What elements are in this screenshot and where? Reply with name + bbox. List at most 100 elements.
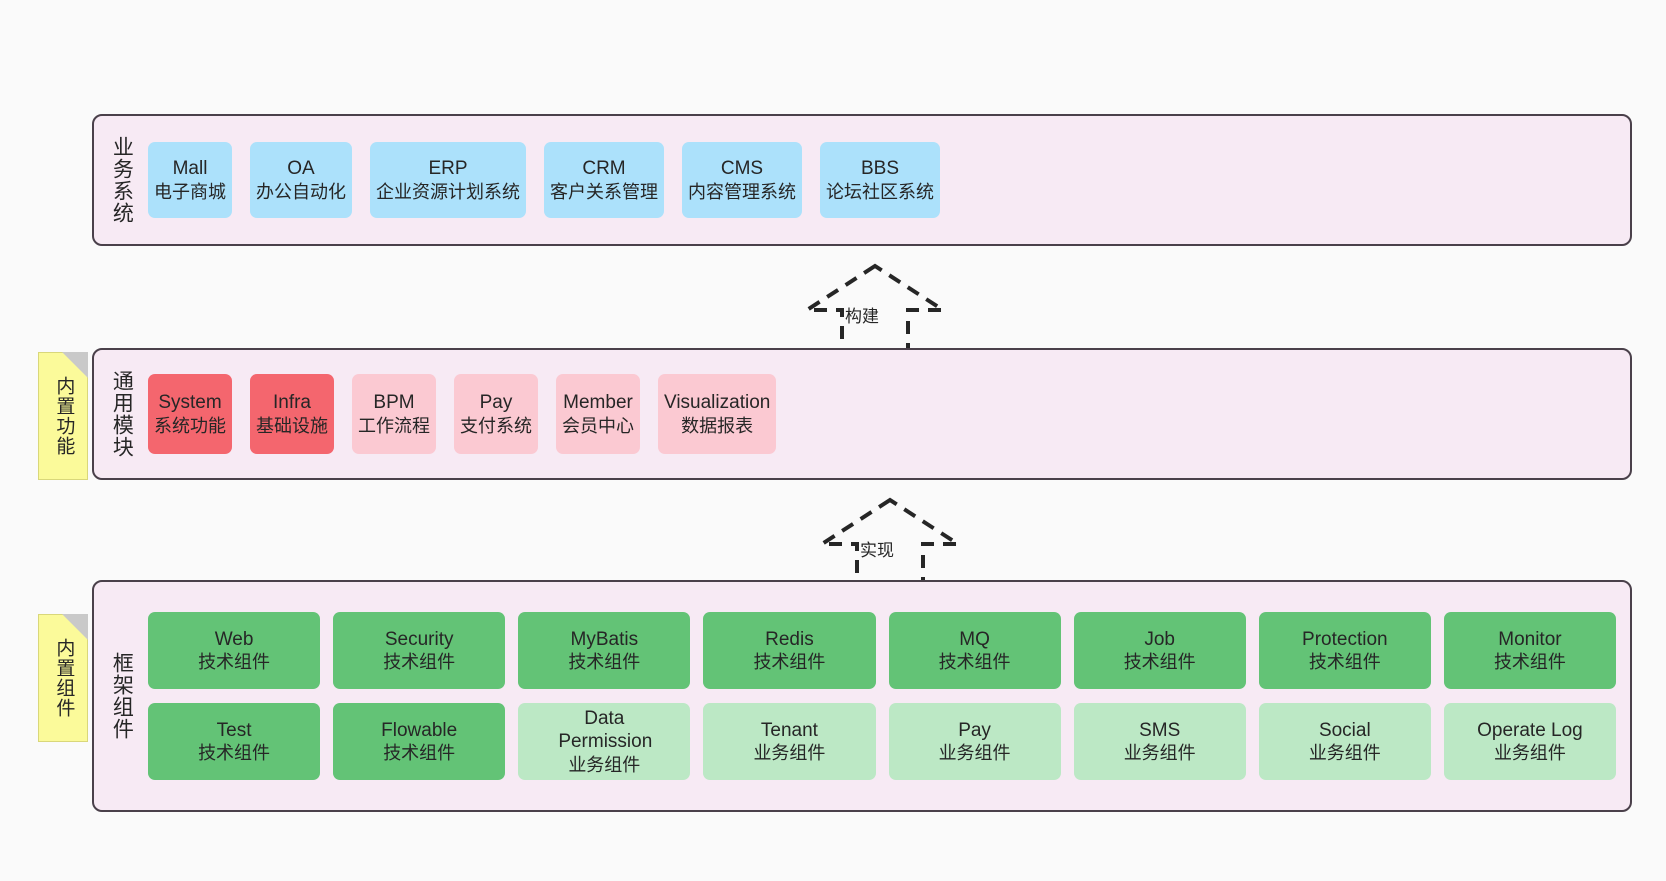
card-oa-name: OA (287, 158, 315, 180)
card-erp[interactable]: ERP 企业资源计划系统 (370, 142, 526, 218)
card-tenant-name: Tenant (760, 719, 818, 741)
card-redis-name: Redis (765, 628, 814, 650)
card-test-name: Test (216, 719, 252, 741)
framework-column: Redis 技术组件 Tenant 业务组件 (703, 612, 876, 780)
card-monitor-desc: 技术组件 (1493, 652, 1566, 673)
card-infra-desc: 基础设施 (256, 415, 328, 436)
card-member[interactable]: Member 会员中心 (556, 374, 640, 454)
card-infra[interactable]: Infra 基础设施 (250, 374, 334, 454)
note-builtin-components-label: 内置组件 (53, 638, 75, 718)
card-flowable-desc: 技术组件 (383, 743, 456, 764)
connector-build: 构建 (795, 262, 955, 354)
card-operate-log-desc: 业务组件 (1493, 743, 1566, 764)
card-mybatis[interactable]: MyBatis 技术组件 (518, 612, 691, 689)
card-sms[interactable]: SMS 业务组件 (1073, 703, 1246, 780)
card-oa[interactable]: OA 办公自动化 (250, 142, 352, 218)
card-cms-name: CMS (720, 158, 764, 180)
card-redis[interactable]: Redis 技术组件 (703, 612, 876, 689)
card-bpm-desc: 工作流程 (358, 415, 430, 436)
card-infra-name: Infra (272, 392, 312, 414)
layer-framework-body: Web 技术组件 Test 技术组件 Security 技术组件 Flowabl… (148, 582, 1630, 810)
card-crm[interactable]: CRM 客户关系管理 (544, 142, 664, 218)
card-mybatis-name: MyBatis (570, 628, 639, 650)
note-builtin-features: 内置功能 (38, 352, 88, 480)
card-social-desc: 业务组件 (1308, 743, 1381, 764)
card-pay-module-desc: 支付系统 (460, 415, 532, 436)
card-mall-name: Mall (172, 158, 208, 180)
card-crm-name: CRM (582, 158, 626, 180)
card-job-name: Job (1144, 628, 1175, 650)
card-test-desc: 技术组件 (198, 743, 271, 764)
card-erp-desc: 企业资源计划系统 (376, 181, 520, 202)
layer-business-body: Mall 电子商城 OA 办公自动化 ERP 企业资源计划系统 CRM 客户关系… (148, 116, 1630, 244)
card-mq-name: MQ (959, 628, 990, 650)
framework-column: Security 技术组件 Flowable 技术组件 (333, 612, 506, 780)
card-operate-log[interactable]: Operate Log 业务组件 (1443, 703, 1616, 780)
card-cms[interactable]: CMS 内容管理系统 (682, 142, 802, 218)
card-system-desc: 系统功能 (154, 415, 226, 436)
card-bbs[interactable]: BBS 论坛社区系统 (820, 142, 940, 218)
framework-column: Job 技术组件 SMS 业务组件 (1073, 612, 1246, 780)
connector-implement: 实现 (810, 496, 970, 588)
business-card-row: Mall 电子商城 OA 办公自动化 ERP 企业资源计划系统 CRM 客户关系… (148, 142, 1616, 218)
card-pay-component[interactable]: Pay 业务组件 (888, 703, 1061, 780)
card-system[interactable]: System 系统功能 (148, 374, 232, 454)
card-member-desc: 会员中心 (562, 415, 634, 436)
connector-build-arrow (800, 263, 950, 354)
card-bbs-name: BBS (860, 158, 900, 180)
card-web-desc: 技术组件 (198, 652, 271, 673)
framework-column: Monitor 技术组件 Operate Log 业务组件 (1443, 612, 1616, 780)
card-job-desc: 技术组件 (1123, 652, 1196, 673)
card-tenant[interactable]: Tenant 业务组件 (703, 703, 876, 780)
card-data-permission-name: Data Permission (558, 707, 653, 753)
card-visualization-name: Visualization (664, 392, 771, 414)
card-visualization-desc: 数据报表 (681, 415, 754, 436)
note-builtin-features-label: 内置功能 (53, 376, 75, 456)
framework-column: MyBatis 技术组件 Data Permission 业务组件 (518, 612, 691, 780)
card-pay-module-name: Pay (479, 392, 513, 414)
card-data-permission[interactable]: Data Permission 业务组件 (518, 703, 691, 780)
connector-build-label: 构建 (845, 307, 879, 326)
card-oa-desc: 办公自动化 (256, 181, 346, 202)
card-visualization[interactable]: Visualization 数据报表 (658, 374, 777, 454)
card-pay-module[interactable]: Pay 支付系统 (454, 374, 538, 454)
card-cms-desc: 内容管理系统 (688, 181, 796, 202)
framework-column: MQ 技术组件 Pay 业务组件 (888, 612, 1061, 780)
card-mq-desc: 技术组件 (938, 652, 1011, 673)
card-pay-component-name: Pay (958, 719, 991, 741)
framework-card-grid: Web 技术组件 Test 技术组件 Security 技术组件 Flowabl… (148, 612, 1616, 780)
card-erp-name: ERP (428, 158, 468, 180)
card-job[interactable]: Job 技术组件 (1073, 612, 1246, 689)
card-member-name: Member (563, 392, 633, 414)
layer-framework-components: 框架组件 Web 技术组件 Test 技术组件 Security (92, 580, 1632, 812)
framework-column: Web 技术组件 Test 技术组件 (148, 612, 321, 780)
card-bpm[interactable]: BPM 工作流程 (352, 374, 436, 454)
layer-framework-title: 框架组件 (110, 652, 134, 740)
card-mall[interactable]: Mall 电子商城 (148, 142, 232, 218)
card-monitor[interactable]: Monitor 技术组件 (1443, 612, 1616, 689)
modules-card-row: System 系统功能 Infra 基础设施 BPM 工作流程 Pay 支付系统… (148, 374, 1616, 454)
framework-column: Protection 技术组件 Social 业务组件 (1258, 612, 1431, 780)
card-protection[interactable]: Protection 技术组件 (1258, 612, 1431, 689)
card-bbs-desc: 论坛社区系统 (826, 181, 934, 202)
card-system-name: System (158, 392, 222, 414)
card-security[interactable]: Security 技术组件 (333, 612, 506, 689)
card-security-name: Security (384, 628, 454, 650)
layer-business-system: 业务系统 Mall 电子商城 OA 办公自动化 ERP 企业资源计划系统 CRM… (92, 114, 1632, 246)
card-monitor-name: Monitor (1498, 628, 1562, 650)
card-pay-component-desc: 业务组件 (938, 743, 1011, 764)
card-web[interactable]: Web 技术组件 (148, 612, 321, 689)
card-test[interactable]: Test 技术组件 (148, 703, 321, 780)
card-mq[interactable]: MQ 技术组件 (888, 612, 1061, 689)
card-social[interactable]: Social 业务组件 (1258, 703, 1431, 780)
card-flowable[interactable]: Flowable 技术组件 (333, 703, 506, 780)
layer-common-modules: 通用模块 System 系统功能 Infra 基础设施 BPM 工作流程 Pay… (92, 348, 1632, 480)
card-redis-desc: 技术组件 (753, 652, 826, 673)
card-data-permission-desc: 业务组件 (568, 754, 641, 775)
card-web-name: Web (214, 628, 254, 650)
card-sms-name: SMS (1139, 719, 1181, 741)
layer-modules-body: System 系统功能 Infra 基础设施 BPM 工作流程 Pay 支付系统… (148, 350, 1630, 478)
connector-implement-arrow (815, 497, 965, 588)
card-social-name: Social (1318, 719, 1371, 741)
